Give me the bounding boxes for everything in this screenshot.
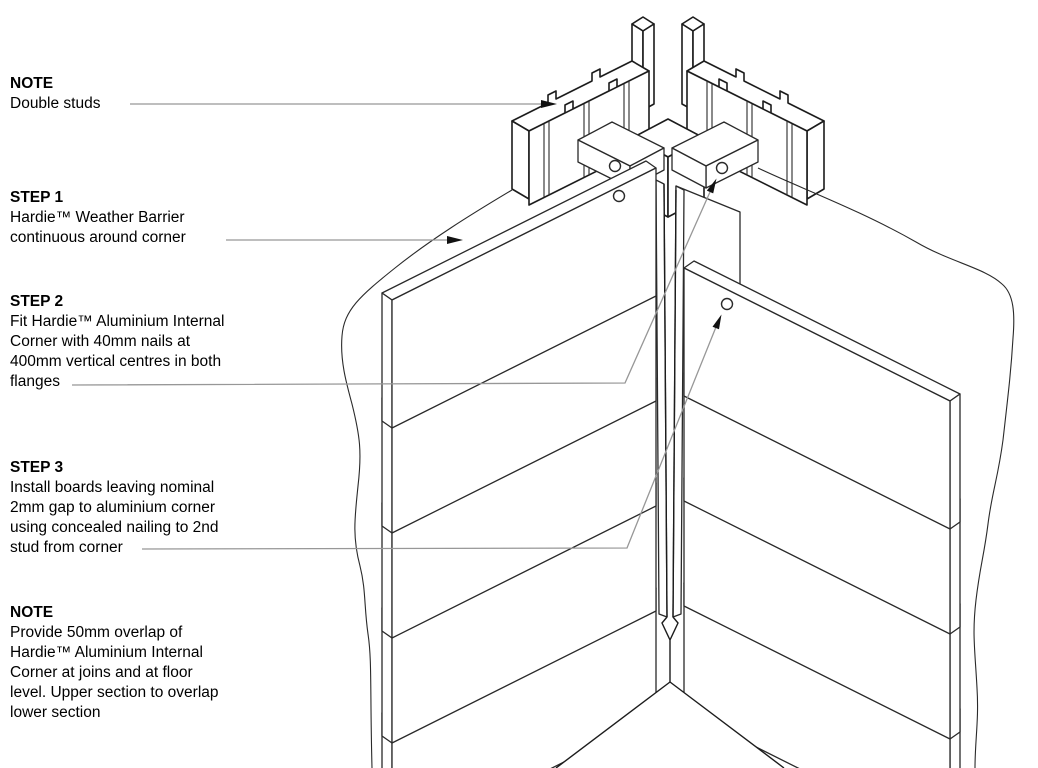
arrowhead-double-studs: [541, 100, 557, 108]
callout-line: Corner with 40mm nails at: [10, 333, 191, 350]
arrowhead-step-1: [447, 236, 463, 244]
leader-step-3: [141, 326, 717, 550]
callout-step-2: STEP 2 Fit Hardie™ Aluminium Internal Co…: [10, 292, 310, 392]
weather-barrier-left: [341, 189, 513, 768]
aluminium-corner-edge-right: [672, 189, 677, 618]
callout-line: flanges: [10, 373, 60, 390]
callout-line: Fit Hardie™ Aluminium Internal: [10, 313, 225, 330]
weatherboard: [683, 260, 961, 530]
callout-title: STEP 3: [10, 459, 64, 476]
callout-line: Install boards leaving nominal: [10, 479, 215, 496]
arrowhead-step-3: [712, 314, 722, 330]
weather-barrier: [341, 167, 1015, 768]
callout-line: Corner at joins and at floor: [10, 664, 193, 681]
callout-step-3: STEP 3 Install boards leaving nominal 2m…: [10, 458, 310, 558]
callout-line: Double studs: [10, 95, 101, 112]
floor-corner-line-left: [555, 681, 671, 768]
weatherboards-left-wall: [381, 160, 657, 768]
callout-line: Provide 50mm overlap of: [10, 624, 183, 641]
callout-line: level. Upper section to overlap: [10, 684, 219, 701]
arrowhead-step-2: [706, 178, 717, 194]
callout-line: using concealed nailing to 2nd: [10, 519, 219, 536]
callout-line: 2mm gap to aluminium corner: [10, 499, 216, 516]
nail-holes: [608, 159, 734, 311]
stud-cluster: [511, 16, 825, 218]
callout-line: continuous around corner: [10, 229, 186, 246]
callout-line: Hardie™ Aluminium Internal: [10, 644, 203, 661]
nail-hole-board-right: [720, 297, 734, 311]
callout-title: NOTE: [10, 75, 54, 92]
aluminium-cap-right: [671, 121, 759, 189]
nail-hole-flange-left: [608, 159, 622, 173]
callout-title: NOTE: [10, 604, 54, 621]
callout-line: 400mm vertical centres in both: [10, 353, 222, 370]
weather-barrier-right: [757, 167, 1015, 768]
aluminium-corner-edge-left: [663, 183, 668, 618]
floor-corner-line-right: [669, 681, 785, 768]
leader-lines: [71, 100, 722, 550]
corner-angle-and-floor: [555, 183, 785, 768]
nail-hole-board-left: [612, 189, 626, 203]
weatherboards-right-wall: [683, 260, 961, 768]
callout-note-double-studs: NOTE Double studs: [10, 74, 310, 114]
nail-hole-flange-right: [715, 161, 729, 175]
callout-title: STEP 2: [10, 293, 64, 310]
leader-step-2: [71, 191, 711, 386]
weatherboard: [381, 160, 657, 429]
callout-note-overlap: NOTE Provide 50mm overlap of Hardie™ Alu…: [10, 603, 310, 723]
callout-title: STEP 1: [10, 189, 64, 206]
callout-line: lower section: [10, 704, 101, 721]
floor-gap-mask: [556, 682, 784, 768]
callout-step-1: STEP 1 Hardie™ Weather Barrier continuou…: [10, 188, 310, 248]
callout-line: Hardie™ Weather Barrier: [10, 209, 185, 226]
aluminium-corner-lower-end: [661, 616, 679, 682]
callout-line: stud from corner: [10, 539, 123, 556]
